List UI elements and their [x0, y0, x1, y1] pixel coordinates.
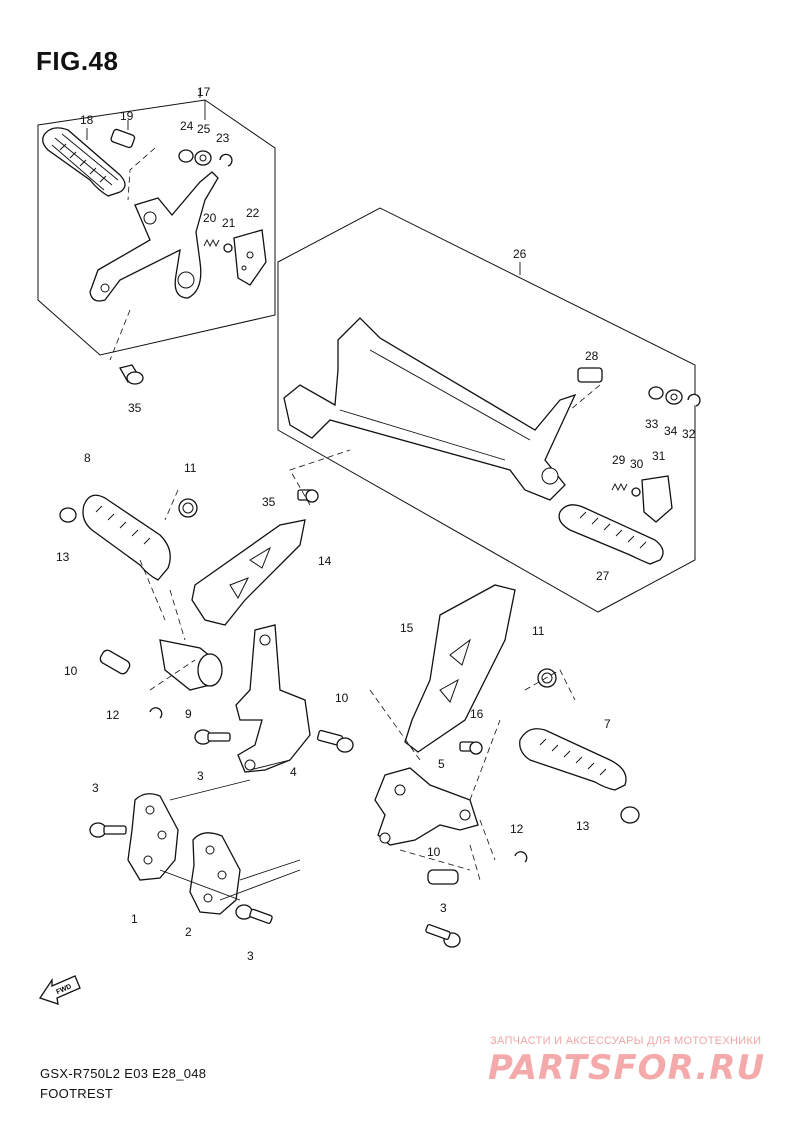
pivot-holder-8 — [159, 639, 223, 691]
callout-2: 2 — [185, 925, 192, 939]
callout-5: 5 — [438, 757, 445, 771]
rear-left-footpeg — [42, 127, 126, 197]
washers-33-34-32 — [648, 386, 701, 407]
callout-28: 28 — [585, 349, 599, 363]
callout-26: 26 — [513, 247, 527, 261]
rear-right-footpeg-27 — [558, 504, 664, 565]
callout-16: 16 — [470, 707, 484, 721]
plate-31 — [641, 475, 673, 523]
bolt-13-left — [59, 507, 77, 523]
callout-1: 1 — [131, 912, 138, 926]
watermark-tagline: ЗАПЧАСТИ И АКСЕССУАРЫ ДЛЯ МОТОТЕХНИКИ — [490, 1035, 762, 1047]
callout-30: 30 — [630, 457, 644, 471]
front-right-footpeg-7 — [519, 728, 627, 791]
bolt-3-d — [425, 924, 461, 948]
callout-24: 24 — [180, 119, 194, 133]
callout-3-b: 3 — [92, 781, 99, 795]
callout-6: 8 — [84, 451, 91, 465]
callout-12-right: 12 — [510, 822, 524, 836]
clip-12-right — [514, 851, 528, 863]
callout-19: 19 — [120, 109, 134, 123]
callout-3-a: 3 — [197, 769, 204, 783]
pin-10-left — [99, 649, 131, 675]
plate-1 — [127, 793, 179, 881]
callout-20: 20 — [203, 211, 217, 225]
callout-13-left: 13 — [56, 550, 70, 564]
bolt-3-a — [194, 729, 231, 745]
model-code: GSX-R750L2 E03 E28_048 — [40, 1066, 207, 1081]
figure-caption: FOOTREST — [40, 1086, 114, 1101]
callout-29: 29 — [612, 453, 626, 467]
bolt-16 — [459, 741, 483, 755]
callout-17: 17 — [197, 85, 211, 99]
callout-22: 22 — [246, 206, 260, 220]
callout-11-right: 11 — [532, 624, 545, 638]
bolt-3-c — [235, 904, 273, 924]
pin-28 — [577, 367, 603, 383]
figure-title: FIG.48 — [36, 46, 119, 76]
callout-35-lower: 35 — [262, 495, 276, 509]
callout-27: 27 — [596, 569, 610, 583]
callout-33: 33 — [645, 417, 659, 431]
callout-32: 32 — [682, 427, 696, 441]
callout-21: 21 — [222, 216, 236, 230]
frame-26 — [277, 207, 696, 613]
callout-10-right: 10 — [427, 845, 441, 859]
callout-3-d: 3 — [440, 901, 447, 915]
callout-14: 14 — [318, 554, 332, 568]
callout-23: 23 — [216, 131, 230, 145]
callout-9: 10 — [335, 691, 349, 705]
callout-3-c: 3 — [247, 949, 254, 963]
callout-25: 25 — [197, 122, 211, 136]
callout-12-left: 12 — [106, 708, 120, 722]
spring-11-right — [537, 668, 557, 688]
spring-29-ball-30 — [611, 482, 641, 497]
callout-13-right: 13 — [576, 819, 590, 833]
fwd-arrow-icon: FWD — [38, 975, 81, 1005]
pivot-pin-19 — [110, 128, 136, 149]
callout-15: 15 — [400, 621, 414, 635]
callout-31: 31 — [652, 449, 666, 463]
callout-4: 4 — [290, 765, 297, 779]
washers-24-25-23 — [178, 149, 233, 167]
callout-35-upper: 35 — [128, 401, 142, 415]
plate-22 — [233, 229, 267, 286]
bolt-3-b — [89, 822, 127, 838]
spring-20-ball-21 — [203, 238, 233, 253]
bracket-4 — [235, 624, 311, 773]
bolt-35-upper — [119, 364, 144, 385]
rear-right-bracket-26 — [283, 317, 577, 501]
pin-10-right — [427, 869, 459, 885]
bolt-9 — [316, 729, 354, 753]
callout-11-left: 11 — [184, 461, 197, 475]
watermark-logo: PARTSFOR.RU — [488, 1048, 766, 1088]
callout-7: 7 — [604, 717, 611, 731]
callout-34: 34 — [664, 424, 678, 438]
bolt-35-lower — [297, 489, 319, 503]
heel-guard-14 — [191, 519, 306, 626]
front-left-footpeg-6 — [82, 494, 171, 581]
callout-18: 18 — [80, 113, 94, 127]
clip-12-left — [149, 707, 163, 719]
heel-guard-15 — [404, 584, 516, 753]
rear-left-bracket — [89, 171, 219, 302]
bolt-13-right — [620, 806, 640, 824]
bracket-5 — [374, 767, 479, 846]
callout-8: 9 — [185, 707, 192, 721]
spring-11-left — [178, 498, 198, 518]
callout-10-left: 10 — [64, 664, 78, 678]
plate-2 — [189, 832, 241, 915]
